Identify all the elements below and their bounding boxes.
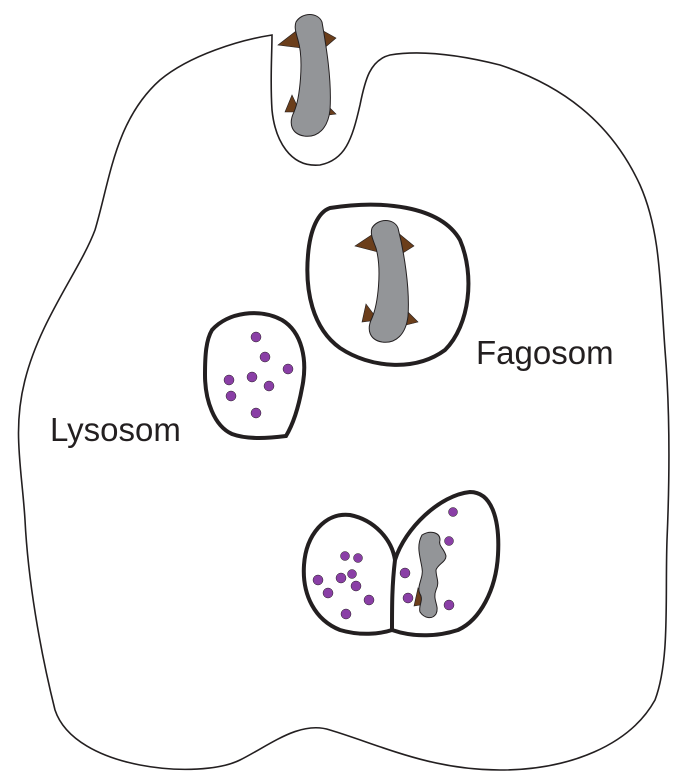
enzyme-dot [351,581,361,591]
enzyme-dot [264,381,274,391]
enzyme-dot [444,600,454,610]
cell-membrane [18,35,669,770]
enzyme-dot [364,595,374,605]
lysosome [205,313,304,438]
enzyme-dot [348,570,357,579]
enzyme-dot [403,593,413,603]
bacterium-entering [278,15,336,137]
lysosom-label: Lysosom [50,411,181,448]
enzyme-dot [226,391,236,401]
enzyme-dot [445,537,454,546]
enzyme-dot [251,408,261,418]
enzyme-dot [283,364,293,374]
phagosome [307,205,468,365]
enzyme-dot [323,588,333,598]
fagosom-label: Fagosom [476,334,614,371]
enzyme-dot [341,552,350,561]
enzyme-dot [313,575,323,585]
enzyme-dot [449,508,458,517]
enzyme-dot [400,568,410,578]
enzyme-dot [224,375,234,385]
enzyme-dot [251,332,261,342]
enzyme-dot [260,352,270,362]
enzyme-dot [354,554,363,563]
enzyme-dot [336,573,346,583]
enzyme-dot [247,372,257,382]
enzyme-dot [341,609,351,619]
